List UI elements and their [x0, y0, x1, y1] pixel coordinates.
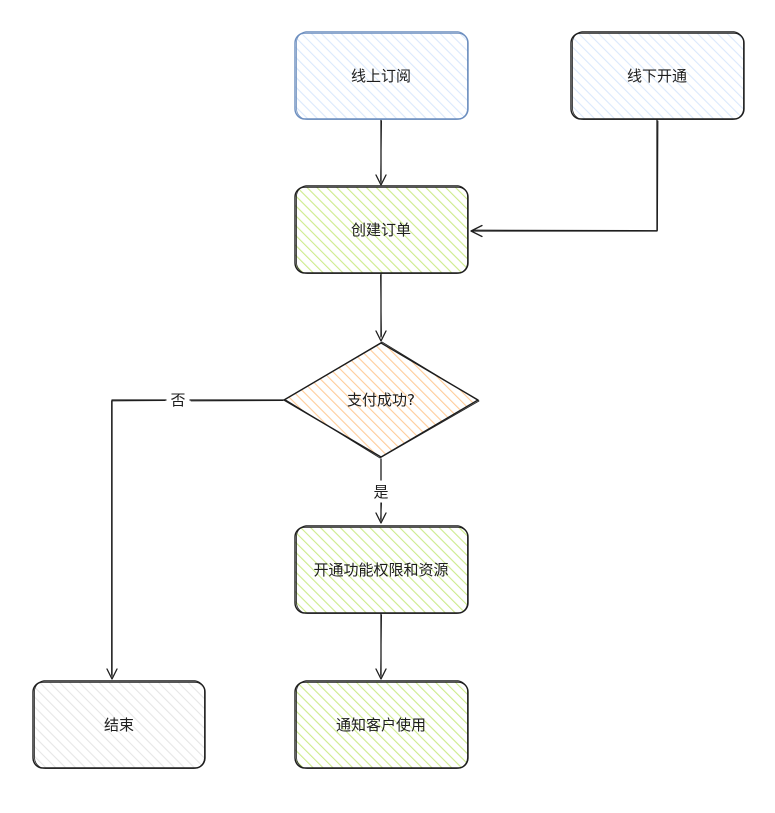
node-open-permissions-border-sketch [296, 525, 468, 614]
edge-payment-no [106, 399, 285, 680]
node-create-order-border-sketch [296, 185, 468, 274]
node-open-permissions[interactable]: 开通功能权限和资源 [294, 525, 469, 614]
node-open-permissions-fill [295, 527, 468, 613]
node-notify-customer-label: 通知客户使用 [336, 716, 426, 734]
node-offline-open-border [570, 32, 745, 120]
node-online-subscribe-fill [295, 33, 468, 119]
node-open-permissions-border [294, 526, 469, 614]
arrowhead-icon [375, 668, 387, 680]
edge-open-to-notify [375, 613, 387, 680]
node-offline-open[interactable]: 线下开通 [570, 31, 745, 120]
node-create-order-fill [295, 187, 468, 273]
node-notify-customer-border [294, 681, 469, 769]
node-payment-check-label: 支付成功? [347, 391, 415, 409]
node-end-border-sketch [34, 680, 205, 769]
arrowhead-icon [375, 174, 387, 186]
node-end-fill [33, 682, 205, 768]
node-offline-open-label: 线下开通 [627, 67, 687, 85]
node-online-subscribe-border-sketch [296, 31, 468, 120]
node-offline-open-border-sketch [572, 31, 744, 120]
node-online-subscribe[interactable]: 线上订阅 [294, 31, 469, 120]
edge-order-to-payment [375, 273, 387, 342]
arrowhead-icon [106, 668, 118, 680]
arrowhead-icon [375, 330, 387, 342]
edge-label-no: 否 [170, 391, 185, 409]
node-end-border [32, 681, 206, 769]
edge-label-yes: 是 [373, 483, 388, 501]
arrowhead-icon [375, 512, 387, 524]
node-create-order-label: 创建订单 [351, 221, 411, 239]
edge-payment-yes [375, 458, 387, 524]
node-payment-check[interactable]: 支付成功? [283, 341, 480, 459]
node-notify-customer[interactable]: 通知客户使用 [294, 680, 469, 769]
node-end-label: 结束 [104, 716, 134, 734]
node-payment-check-border-sketch [284, 341, 480, 459]
node-open-permissions-label: 开通功能权限和资源 [313, 561, 448, 579]
node-create-order[interactable]: 创建订单 [294, 185, 469, 274]
node-end[interactable]: 结束 [32, 680, 206, 769]
node-notify-customer-fill [295, 682, 468, 768]
edge-offline-to-order [470, 119, 659, 238]
node-online-subscribe-border [294, 32, 469, 120]
arrowhead-icon [470, 224, 483, 238]
node-create-order-border [294, 186, 469, 274]
edges [106, 119, 659, 680]
node-offline-open-fill [571, 33, 744, 119]
edge-online-to-order [375, 119, 387, 186]
node-online-subscribe-label: 线上订阅 [351, 67, 411, 85]
node-notify-customer-border-sketch [296, 680, 468, 769]
